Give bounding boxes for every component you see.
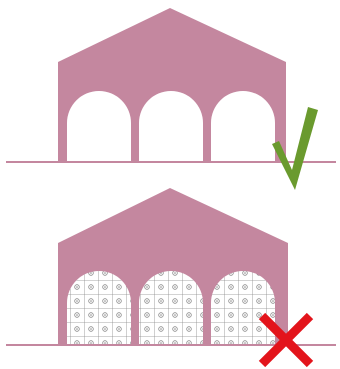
arch-opening <box>67 91 131 162</box>
check-mark-shape <box>272 107 318 190</box>
cross-mark-icon <box>258 312 314 368</box>
check-mark-icon <box>272 107 318 190</box>
building-patterned-arches <box>6 188 336 346</box>
arch-patterned-fill <box>211 271 275 345</box>
arch-opening <box>139 91 203 162</box>
arch-opening <box>211 91 275 162</box>
building-open-arches <box>6 8 336 163</box>
arch-patterned-fill <box>139 271 203 345</box>
arch-patterned-fill <box>67 271 131 345</box>
cross-stroke-b <box>258 312 314 368</box>
